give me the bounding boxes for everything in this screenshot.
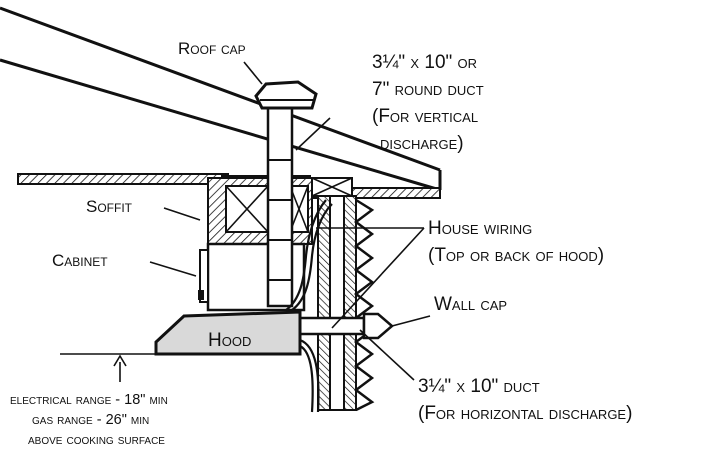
label-clearance-3: above cooking surface: [28, 432, 165, 448]
roof-cap-icon: [254, 80, 318, 110]
label-vertical-duct-1: 3¼" x 10" or: [372, 52, 477, 73]
wall-siding: [353, 198, 375, 412]
label-wall-cap: Wall cap: [434, 294, 507, 315]
horizontal-duct: [298, 312, 431, 340]
hood-body: [154, 310, 302, 356]
cabinet-knob: [198, 290, 204, 300]
wire-top: [285, 199, 327, 311]
soffit-box: [207, 177, 313, 245]
label-vertical-duct-2: 7" round duct: [372, 79, 484, 100]
label-hood: Hood: [208, 330, 251, 351]
label-horizontal-duct-2: (For horizontal discharge): [418, 403, 632, 424]
leader-cabinet: [149, 261, 197, 277]
wall-header-joist: [311, 177, 353, 197]
exterior-wall: [317, 195, 375, 412]
leader-lines: [60, 61, 425, 382]
wire-back-2: [299, 345, 314, 413]
cabinet-door-edge: [199, 249, 209, 303]
label-clearance-2: gas range - 26" min: [32, 412, 149, 428]
hood: [154, 310, 302, 356]
wall-cap-icon: [362, 312, 394, 340]
vertical-duct: [266, 102, 294, 308]
vertical-duct-body: [266, 102, 294, 308]
label-vertical-duct-3: (For vertical: [372, 106, 478, 127]
wire-top-2: [291, 203, 333, 311]
label-house-wiring-1: House wiring: [428, 218, 532, 239]
soffit-x2: [225, 185, 269, 233]
roof: [0, 6, 442, 192]
label-roof-cap: Roof cap: [178, 39, 246, 58]
label-vertical-duct-4: discharge): [380, 133, 464, 154]
label-cabinet: Cabinet: [52, 251, 108, 270]
leader-vertical-duct: [295, 117, 331, 151]
leader-roof-cap: [243, 61, 263, 85]
label-house-wiring-2: (Top or back of hood): [428, 245, 604, 266]
leader-wiring-2: [331, 227, 425, 329]
roof-lower-line: [0, 58, 441, 192]
ceiling-left-board: [17, 173, 229, 185]
house-wiring: [285, 199, 333, 413]
horizontal-duct-body: [298, 316, 366, 336]
leader-horizontal-duct: [359, 329, 415, 381]
leader-soffit: [163, 207, 201, 221]
label-horizontal-duct-1: 3¼" x 10" duct: [418, 376, 540, 397]
label-clearance-1: electrical range - 18" min: [10, 392, 168, 408]
clearance-arrow-head-icon: [113, 354, 127, 367]
roof-upper-line: [0, 6, 441, 172]
wire-back: [299, 338, 320, 413]
label-soffit: Soffit: [86, 197, 133, 216]
labels: Roof cap 3¼" x 10" or 7" round duct (For…: [10, 39, 632, 448]
